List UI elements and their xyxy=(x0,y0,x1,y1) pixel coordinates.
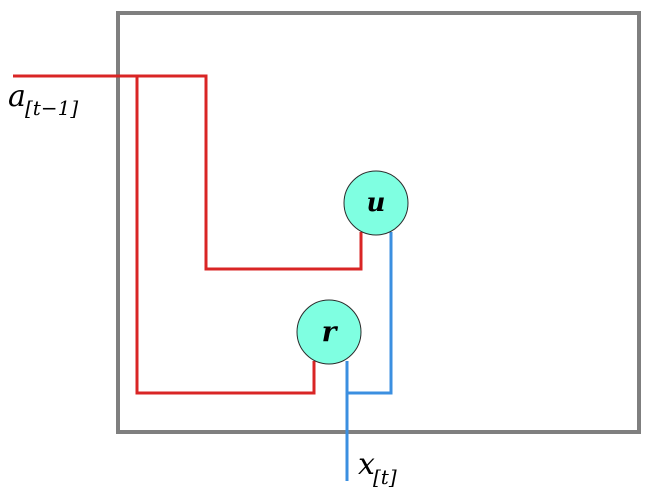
prev-activation-to-reset-line xyxy=(135,76,316,395)
reset-gate-node: r xyxy=(296,299,362,365)
prev-activation-wires xyxy=(13,74,363,395)
update-gate-circle xyxy=(343,170,409,236)
reset-gate-circle xyxy=(296,299,362,365)
prev-activation-symbol: a xyxy=(8,79,26,114)
prev-activation-subscript: [t−1] xyxy=(25,96,78,120)
input-to-update-line xyxy=(347,232,393,395)
input-symbol: x xyxy=(358,447,375,482)
update-gate-node: u xyxy=(343,170,409,236)
reset-gate-label: r xyxy=(322,315,339,348)
input-subscript: [t] xyxy=(373,465,397,489)
cell-frame xyxy=(116,11,641,434)
update-gate-label: u xyxy=(367,188,386,218)
input-label: x [t] xyxy=(358,447,397,489)
prev-activation-label: a [t−1] xyxy=(8,79,78,120)
input-wires xyxy=(345,232,393,481)
prev-activation-input-line xyxy=(13,74,363,271)
